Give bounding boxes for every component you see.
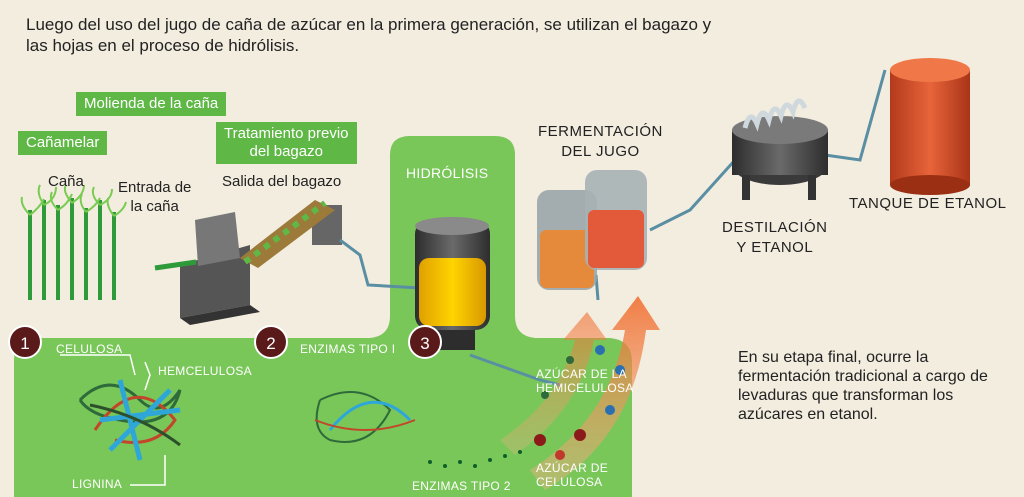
label-lignina: LIGNINA [72,477,123,491]
label-azucar-hemi-line2: HEMICELULOSA [536,381,634,395]
label-destilacion-line1: DESTILACIÓN [722,219,828,236]
label-celulosa: CELULOSA [56,342,123,356]
label-azucar-hemicelulosa: AZÚCAR DE LA HEMICELULOSA [536,367,634,395]
intro-text: Luego del uso del jugo de caña de azúcar… [26,15,712,55]
label-fermentacion: FERMENTACIÓN DEL JUGO [538,122,663,162]
label-salida: Salida del bagazo [222,173,342,190]
step-3-badge: 3 [408,325,442,359]
label-enzimas-tipo1: ENZIMAS TIPO I [300,342,396,356]
label-azucar-celulosa: AZÚCAR DE CELULOSA [536,461,608,489]
enzyme-dots [428,450,522,468]
label-enzimas-tipo2: ENZIMAS TIPO 2 [412,479,511,493]
label-azucar-celu-line2: CELULOSA [536,475,603,489]
label-entrada: Entrada de la caña [118,178,191,216]
label-molienda: Molienda de la caña [76,92,227,116]
ethanol-tank-graphic [890,58,970,195]
label-tanque: TANQUE DE ETANOL [849,195,1007,212]
distillation-unit [732,98,828,200]
pipes [339,69,887,387]
step-1-badge: 1 [8,325,42,359]
label-azucar-hemi-line1: AZÚCAR DE LA [536,367,627,381]
label-fermentacion-line1: FERMENTACIÓN [538,123,663,140]
label-tratamiento-line1: Tratamiento previo [224,125,349,142]
label-entrada-line2: la caña [130,198,179,215]
label-canamelar: Cañamelar [18,131,108,155]
step-2-badge: 2 [254,325,288,359]
label-azucar-celu-line1: AZÚCAR DE [536,461,609,475]
label-hidrolisis: HIDRÓLISIS [406,165,489,181]
label-destilacion: DESTILACIÓN Y ETANOL [722,218,828,258]
label-tratamiento-line2: del bagazo [249,143,323,160]
final-stage-text: En su etapa final, ocurre la fermentació… [738,349,988,423]
label-destilacion-line2: Y ETANOL [736,239,814,256]
crusher-machine [154,200,342,325]
sugar-cane-plants [28,198,116,300]
leader-lines [60,354,166,486]
enzyme-fiber-structure [314,391,416,443]
label-tratamiento: Tratamiento previo del bagazo [216,122,357,164]
label-hemicelulosa: HEMCELULOSA [158,364,252,378]
fermentation-tanks [537,170,647,290]
sugar-particles [534,345,625,460]
flow-arrows [500,296,660,490]
label-fermentacion-line2: DEL JUGO [561,143,640,160]
fiber-structure [78,379,182,461]
label-cana: Caña [48,173,84,190]
hydrolysis-reactor [415,217,490,350]
label-entrada-line1: Entrada de [118,179,192,196]
